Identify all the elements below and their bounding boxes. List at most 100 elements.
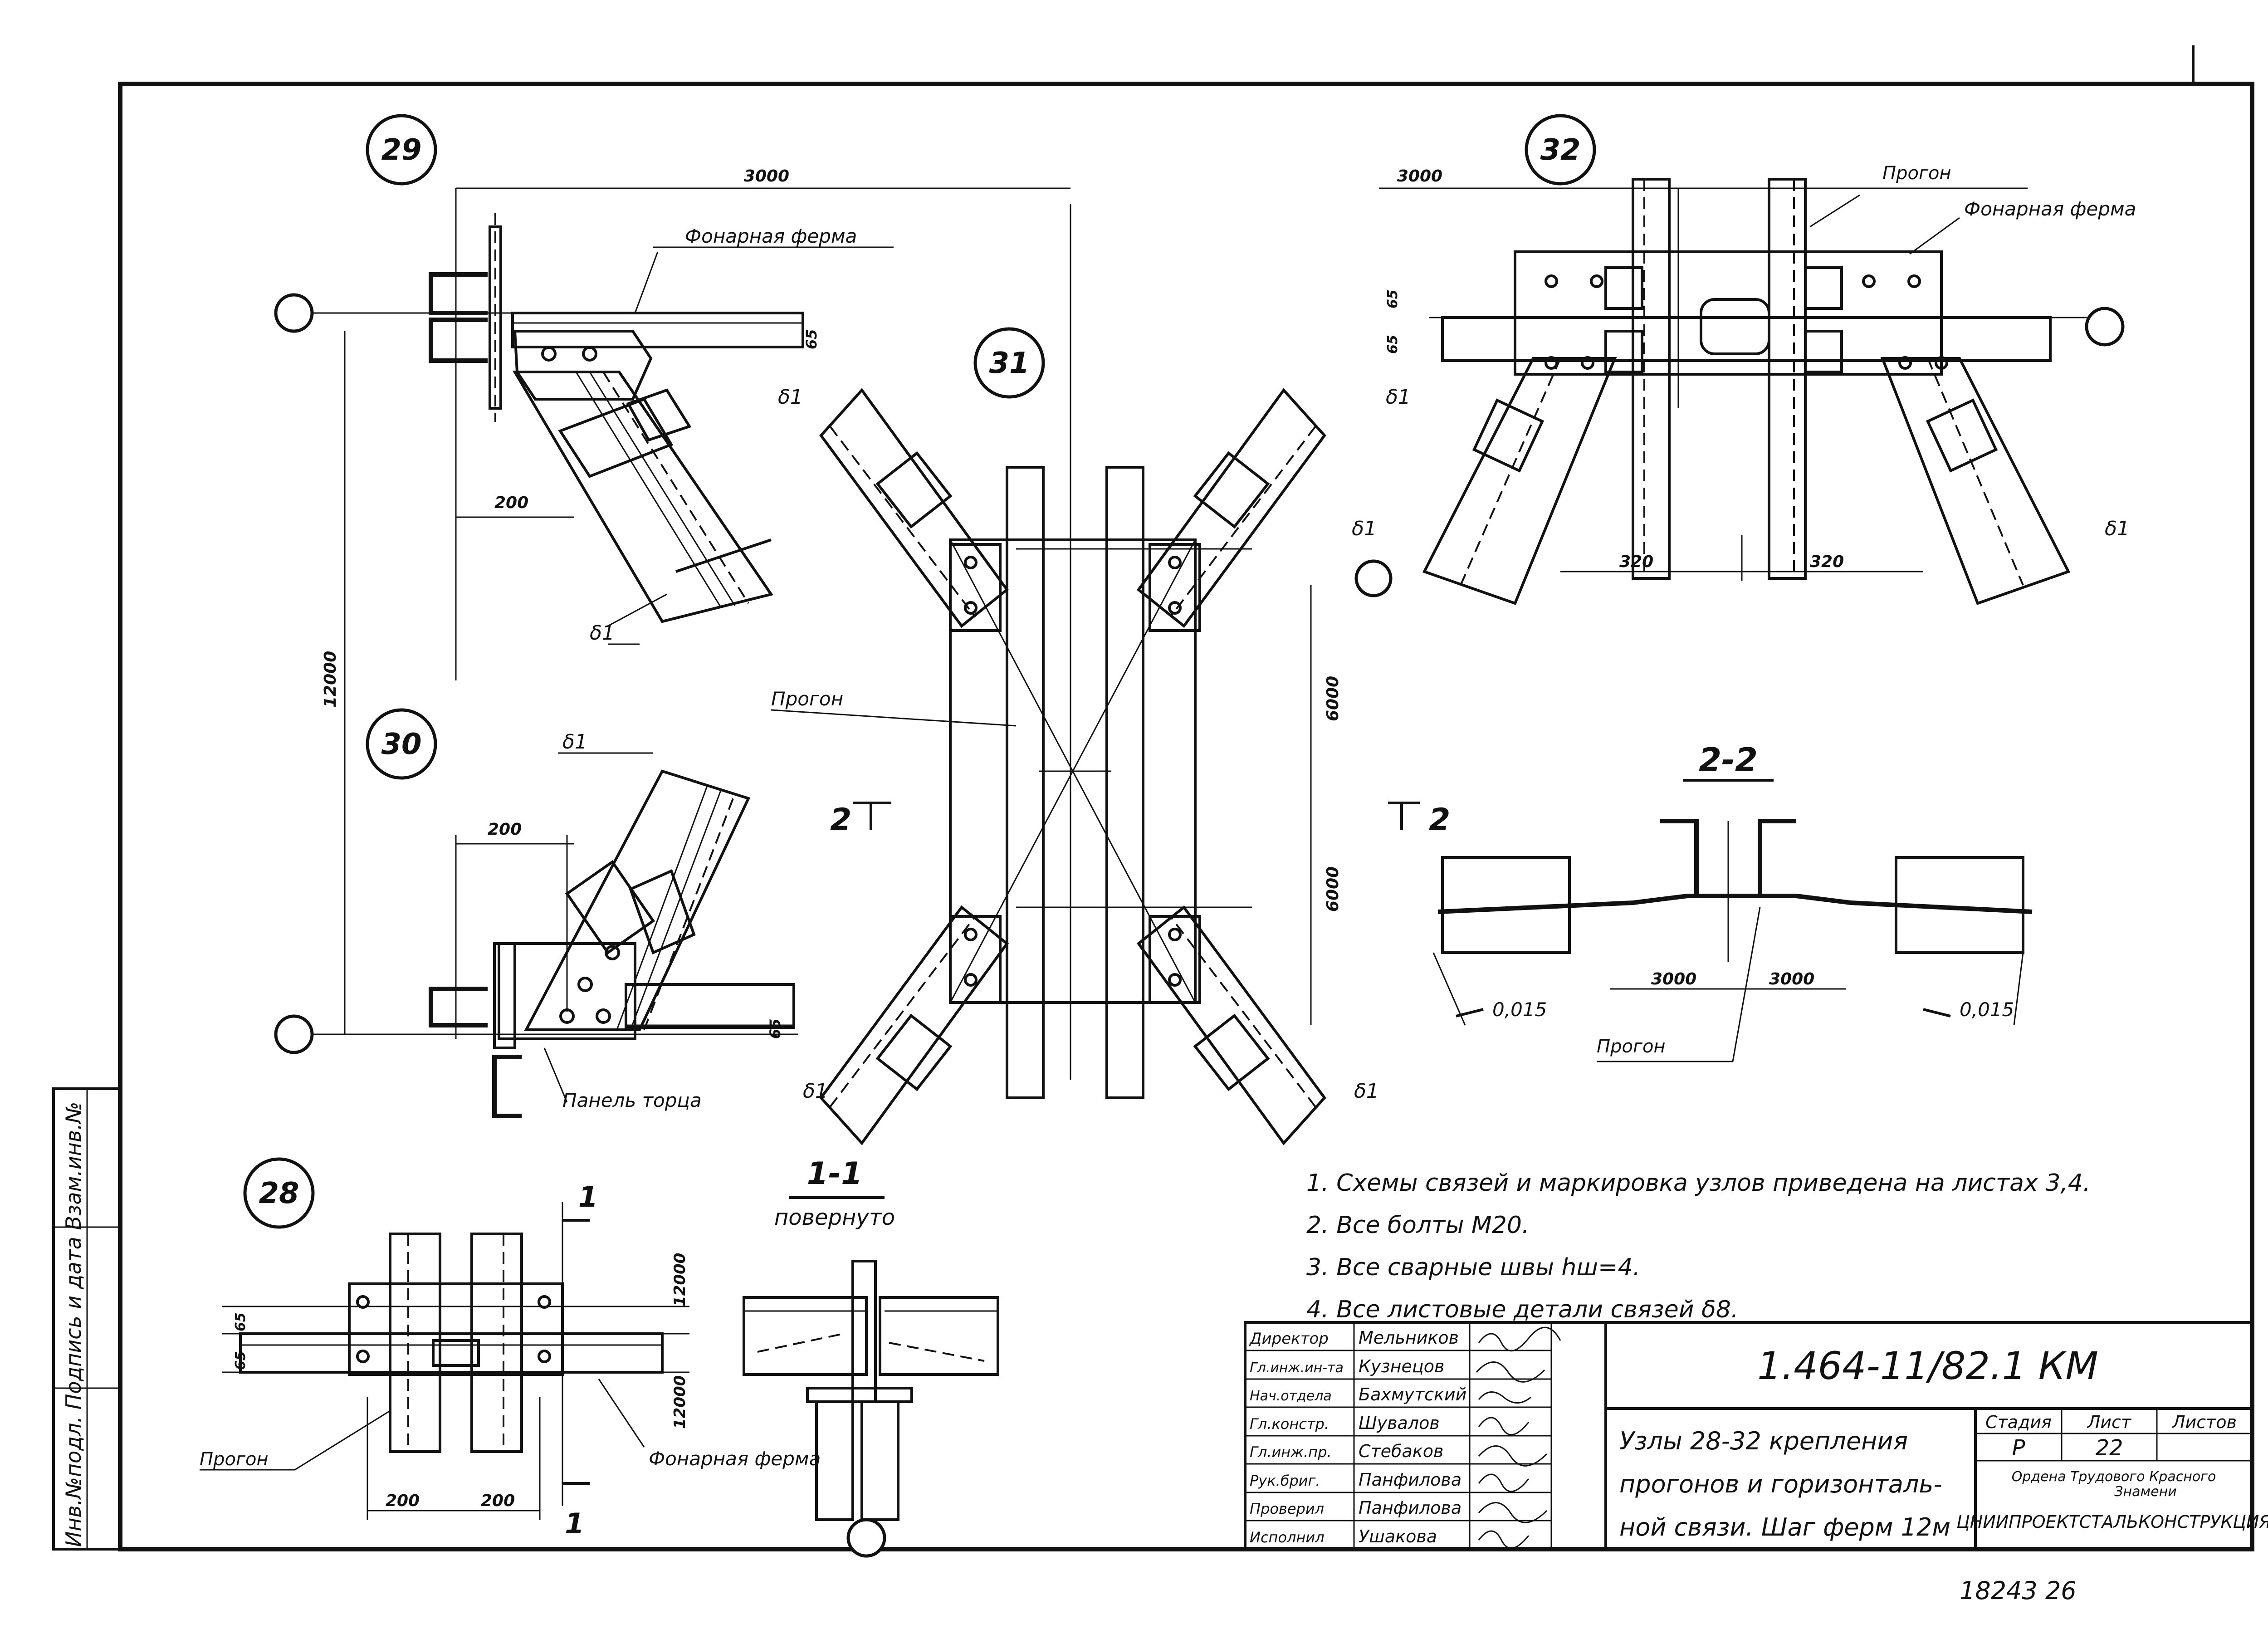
staff-name-8: Ушакова [1359,1526,1437,1546]
title-block: Директор Мельников Гл.инж.ин-та Кузнецов… [1244,1321,2268,1551]
dim-6000-lower: 6000 [1324,866,1342,912]
staff-name-2: Кузнецов [1359,1356,1444,1376]
section-1-1: 1-1 повернуто [743,1156,999,1558]
dim-65-node28-b: 65 [233,1351,249,1370]
stage-header: Стадия [1985,1412,2052,1432]
stage-value: Р [2012,1435,2025,1461]
dim-6000-upper: 6000 [1324,676,1342,721]
dim-12000-node28-top: 12000 [671,1253,689,1306]
staff-role-8: Исполнил [1250,1529,1325,1546]
purlin-label-32: Прогон [1882,163,1951,184]
staff-name-6: Панфилова [1359,1470,1461,1490]
delta1-node32-left: δ1 [1352,517,1377,540]
dim-3000-left: 3000 [744,167,789,186]
node-28-detail: 28 1 1 65 65 12000 12000 200 200 Прогон … [200,1157,821,1540]
handwritten-note: 18243 26 [1960,1576,2077,1605]
node-29-marker [366,114,437,186]
note-3: 3. Все сварные швы hш=4. [1306,1254,1640,1281]
delta1-node31-tl: δ1 [778,386,803,409]
staff-role-5: Гл.инж.пр. [1250,1443,1332,1461]
slope-left-value: 0,015 [1492,998,1547,1021]
staff-role-6: Рук.бриг. [1250,1472,1320,1489]
staff-role-7: Проверил [1250,1500,1324,1517]
note-4: 4. Все листовые детали связей δ8. [1306,1296,1738,1323]
node-30-marker [366,708,437,780]
sheets-header: Листов [2171,1412,2237,1432]
dim-65-node29: 65 [803,329,820,349]
drawing-title-line-2: прогонов и горизонталь- [1619,1470,1942,1498]
lantern-truss-label-28: Фонарная ферма [649,1448,821,1470]
staff-name-7: Панфилова [1359,1498,1461,1518]
dim-320-right: 320 [1810,553,1844,571]
staff-role-3: Нач.отдела [1250,1388,1332,1404]
section-1-1-title: 1-1 [807,1156,863,1192]
node-31-number: 31 [989,347,1029,380]
dim-200-node29: 200 [494,494,528,512]
end-panel-label: Панель торца [562,1089,702,1111]
node-32-number: 32 [1540,133,1580,167]
dim-12000-vertical: 12000 [321,651,340,708]
dim-3000-sec-left: 3000 [1651,970,1696,988]
staff-name-3: Бахмутский [1359,1384,1466,1404]
node-30-number: 30 [381,728,421,761]
org-line-2: Знамени [2114,1484,2176,1500]
side-stamp-text: Инв.№подл. Подпись и дата Взам.инв.№ [61,1102,86,1547]
section-2-2-title: 2-2 [1699,741,1758,779]
slope-right-value: 0,015 [1960,998,2014,1021]
dim-200-node30: 200 [488,820,522,839]
node-32-marker [1525,114,1596,186]
note-2: 2. Все болты М20. [1306,1212,1530,1239]
node-28-marker [243,1157,315,1229]
node-31-detail: 31 δ1 δ1 δ1 δ1 Прогон 2 2 6000 6000 [771,204,1450,1145]
lantern-truss-label-29: Фонарная ферма [685,225,857,247]
drawing-title-line-1: Узлы 28-32 крепления [1619,1427,1908,1455]
delta1-node31-bl: δ1 [803,1080,828,1103]
section-mark-2-left: 2 [830,802,851,838]
section-1-1-rotated: повернуто [774,1205,895,1230]
staff-name-1: Мельников [1359,1328,1459,1348]
dim-65-node32-bottom: 65 [1385,335,1401,354]
dim-320-left: 320 [1619,553,1653,571]
staff-role-1: Директор [1249,1330,1329,1348]
node-29-detail: 29 3000 Фонарная ферма 65 200 δ1 [274,114,1070,1034]
dim-3000-sec-right: 3000 [1769,970,1814,988]
signatures [1476,1326,1561,1549]
note-1: 1. Схемы связей и маркировка узлов приве… [1306,1169,2091,1197]
lantern-truss-label-32: Фонарная ферма [1964,198,2136,220]
purlin-label-28: Прогон [200,1449,269,1470]
dim-3000-right: 3000 [1397,167,1442,186]
staff-name-4: Шувалов [1359,1413,1440,1433]
node-28-number: 28 [259,1177,299,1210]
dim-200-node28-left: 200 [386,1492,420,1510]
purlin-label-31: Прогон [771,688,843,710]
section-mark-1-bottom: 1 [565,1507,584,1540]
staff-role-2: Гл.инж.ин-та [1250,1360,1344,1376]
delta1-node30: δ1 [562,730,587,753]
delta1-node32-right: δ1 [2105,517,2130,540]
document-code: 1.464-11/82.1 КМ [1757,1344,2098,1388]
delta1-node29: δ1 [590,621,615,645]
node-31-marker [973,327,1045,399]
side-stamp: Инв.№подл. Подпись и дата Взам.инв.№ [52,1087,122,1551]
sheet-number: 22 [2095,1435,2123,1461]
dim-65-node30: 65 [767,1018,784,1039]
staff-name-5: Стебаков [1359,1441,1443,1461]
node-32-detail: 32 3000 Прогон Фонарная ферма 65 65 320 … [1352,114,2136,605]
sheet-frame [118,82,2254,1551]
delta1-node31-br: δ1 [1354,1080,1379,1103]
delta1-node31-tr: δ1 [1386,386,1411,409]
section-mark-1-top: 1 [578,1180,598,1213]
section-mark-2-right: 2 [1429,802,1450,838]
dim-65-node28-a: 65 [233,1312,249,1331]
node-29-number: 29 [381,133,421,167]
dim-12000-node28-bottom: 12000 [671,1375,689,1429]
dim-65-node32-top: 65 [1385,289,1401,308]
purlin-label-sec22: Прогон [1597,1036,1666,1057]
section-2-2: 2-2 3000 3000 0,015 0,015 Прогон [1432,741,2033,1062]
organization-name: ЦНИИПРОЕКТСТАЛЬКОНСТРУКЦИЯ [1956,1512,2268,1532]
drawing-title-line-3: ной связи. Шаг ферм 12м [1619,1513,1950,1541]
dim-200-node28-right: 200 [481,1492,515,1510]
node-30-detail: 30 12000 200 δ1 65 Панель торца [274,651,798,1118]
general-notes: 1. Схемы связей и маркировка узлов приве… [1306,1169,2091,1323]
